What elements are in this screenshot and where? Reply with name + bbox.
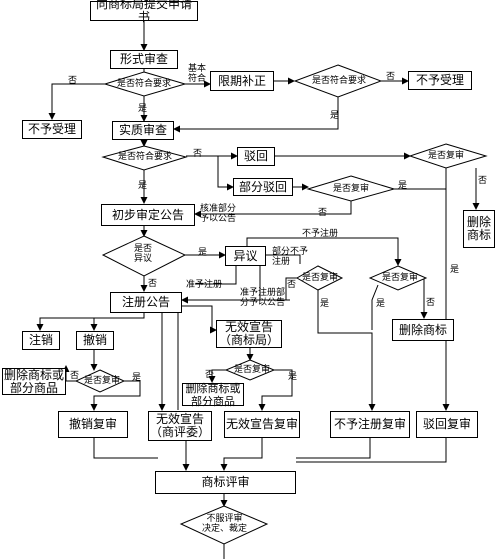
opp-review2-text: 是否复审 xyxy=(382,273,419,283)
invalid-review-box: 无效宣告复审 xyxy=(224,411,300,438)
edge-label-yes: 是 xyxy=(132,373,142,383)
edge-label-yes: 是 xyxy=(450,265,460,275)
delete-partial-mid-box: 删除商标或 部分商品 xyxy=(182,382,244,408)
edge-label-yes: 是 xyxy=(398,181,408,191)
invalid-trab-box: 无效宣告 （商评委） xyxy=(148,411,212,441)
invalid-review-q-text: 是否复审 xyxy=(234,365,271,375)
formal-ok-text: 是否符合要求 xyxy=(117,79,172,89)
dismiss-review-box: 驳回复审 xyxy=(416,411,478,438)
opposition-box: 异议 xyxy=(225,246,266,266)
substantive-review-box: 实质审查 xyxy=(112,121,174,140)
diamond-formal-ok xyxy=(103,71,187,97)
dismiss-review-text: 是否复审 xyxy=(428,151,465,161)
fix-ok-text: 是否符合要求 xyxy=(312,76,367,86)
delete-trademark-mid-box: 删除商标 xyxy=(392,319,454,341)
edge-label-grant-reg: 准予注册 xyxy=(186,280,223,290)
edge-label-no-reg: 不予注册 xyxy=(302,229,339,239)
diamond-fix-ok xyxy=(293,64,383,98)
edge-label-no: 否 xyxy=(426,298,436,308)
edge-label-no: 否 xyxy=(148,279,158,289)
edge-label-yes: 是 xyxy=(138,104,148,114)
edge-label-no: 否 xyxy=(386,72,396,82)
invalid-tmo-box: 无效宣告 （商标局） xyxy=(216,320,282,348)
partial-dismiss-box: 部分驳回 xyxy=(233,178,293,196)
diamond-subst-ok xyxy=(101,145,188,171)
reject-top-box: 不予受理 xyxy=(408,71,472,90)
opp-review1-text: 是否复审 xyxy=(302,273,339,283)
edge-label-yes: 是 xyxy=(288,372,298,382)
no-reg-review-box: 不予注册复审 xyxy=(330,411,410,438)
tm-review-box: 商标评审 xyxy=(155,471,296,494)
edge-label-no: 否 xyxy=(478,176,488,186)
diamond-opp-review2 xyxy=(368,265,428,291)
edge-label-basic-ok: 基本 符合 xyxy=(188,64,207,84)
dismiss-box: 驳回 xyxy=(237,147,275,166)
reg-notice-box: 注册公告 xyxy=(110,292,182,313)
diamond-invalid-review xyxy=(224,359,276,381)
edge-label-no: 否 xyxy=(193,149,203,159)
edge-label-yes: 是 xyxy=(320,299,330,309)
cancel-box: 注销 xyxy=(22,331,60,350)
revoke-review-box: 撤销复审 xyxy=(58,411,128,438)
delete-partial-left-box: 删除商标或 部分商品 xyxy=(2,367,66,395)
edge-label-yes: 是 xyxy=(376,299,386,309)
objection-text: 是否 异议 xyxy=(134,244,153,264)
diamond-revoke-review xyxy=(74,369,126,393)
revoke-review-q-text: 是否复审 xyxy=(84,376,121,386)
subst-ok-text: 是否符合要求 xyxy=(118,152,173,162)
diamond-partial-review xyxy=(306,175,396,202)
edge-label-no: 否 xyxy=(70,371,80,381)
edge-label-yes: 是 xyxy=(138,181,148,191)
edge-label-no: 否 xyxy=(287,280,297,290)
final-q-text: 不服评审 决定、裁定 xyxy=(202,514,248,534)
revoke-box: 撤销 xyxy=(76,331,114,350)
edge-label-grant-part: 准予注册部 分予以公告 xyxy=(240,288,286,308)
partial-review-text: 是否复审 xyxy=(333,184,370,194)
diamond-opp-review1 xyxy=(295,265,344,291)
reject-left-box: 不予受理 xyxy=(22,120,82,139)
edge-label-approved-part: 核准部分 予以公告 xyxy=(200,204,237,224)
delete-trademark-right-box: 删除 商标 xyxy=(463,210,495,248)
edge-label-no: 否 xyxy=(205,370,215,380)
submit-application-box: 向商标局提交申请书 xyxy=(90,0,198,24)
prelim-notice-box: 初步审定公告 xyxy=(101,204,195,226)
edge-label-yes: 是 xyxy=(330,111,340,121)
edge-label-partial-no-reg: 部分不予 注册 xyxy=(272,247,309,267)
edge-label-yes: 是 xyxy=(198,248,208,258)
edge-label-no: 否 xyxy=(68,76,78,86)
limit-fix-box: 限期补正 xyxy=(210,71,274,91)
edge-label-no: 否 xyxy=(318,208,328,218)
diamond-objection xyxy=(101,235,187,277)
formal-review-box: 形式审查 xyxy=(110,50,178,69)
diamond-dismiss-review xyxy=(408,143,488,169)
diamond-final xyxy=(179,505,269,545)
